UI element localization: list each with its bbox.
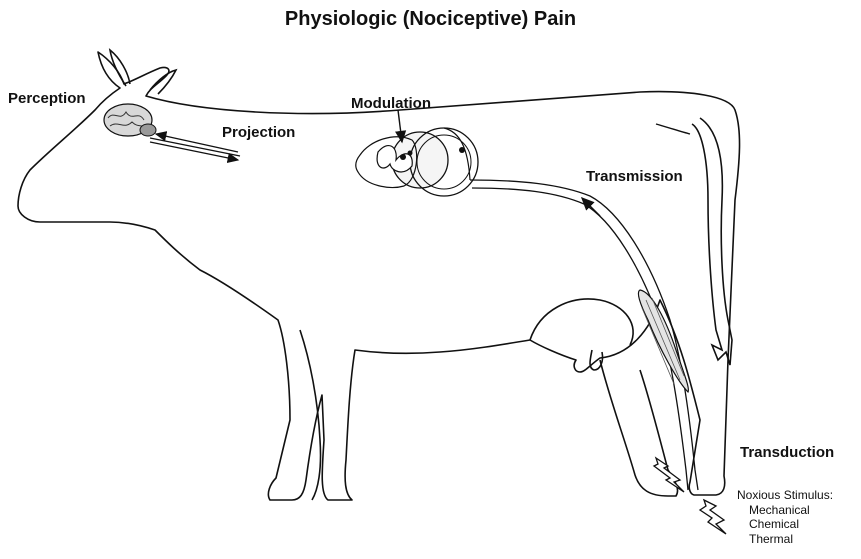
label-transduction: Transduction: [740, 444, 834, 461]
label-perception: Perception: [8, 90, 86, 107]
front-leg: [300, 330, 321, 500]
label-modulation: Modulation: [351, 95, 431, 112]
spinal-cord-section: [356, 128, 478, 196]
lightning-icon: [654, 458, 684, 492]
ear: [150, 70, 176, 94]
stimulus-type: Thermal: [737, 532, 833, 547]
noxious-stimulus-list: Noxious Stimulus: Mechanical Chemical Th…: [737, 488, 833, 546]
stimulus-heading: Noxious Stimulus:: [737, 488, 833, 502]
label-projection: Projection: [222, 124, 295, 141]
brain: [104, 104, 156, 136]
ear: [110, 50, 130, 86]
hip-line: [656, 124, 690, 134]
tail: [692, 118, 732, 365]
stimulus-type: Chemical: [737, 517, 833, 532]
diagram-title: Physiologic (Nociceptive) Pain: [0, 8, 861, 31]
udder: [530, 299, 633, 345]
lightning-icon: [700, 500, 726, 534]
label-transmission: Transmission: [586, 168, 683, 185]
stimulus-type: Mechanical: [737, 503, 833, 518]
